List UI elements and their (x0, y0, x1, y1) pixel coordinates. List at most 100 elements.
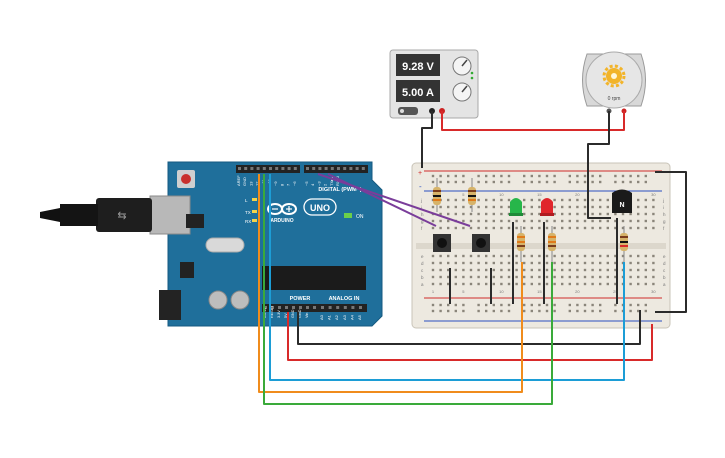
row-letter-right: i (663, 205, 664, 210)
voltage-display (396, 54, 440, 76)
row-letter-right: e (663, 254, 666, 259)
usb-port (149, 195, 191, 235)
capacitor-2 (230, 290, 250, 310)
wire-purple-1[interactable] (317, 173, 471, 227)
voltage-readout: 9.28 V (402, 61, 434, 73)
col-number-bottom: 30 (651, 289, 656, 294)
row-letter-left: e (421, 254, 424, 259)
analog-pin-label: A0 (319, 314, 324, 320)
col-number-bottom: 5 (462, 289, 465, 294)
resistor-5[interactable] (620, 226, 628, 262)
row-letter-right: j (662, 198, 664, 203)
row-letter-right: f (663, 226, 665, 231)
digital-pin-label: 13 (248, 181, 253, 186)
wire-purple-2[interactable] (327, 173, 437, 227)
reset-button[interactable] (181, 174, 191, 184)
digital-pin-label: 2 (323, 183, 328, 186)
wire-orange[interactable] (258, 174, 523, 393)
breadboard-holes[interactable]: jjiihhggffeeddccbbaa11551010151520202525… (420, 174, 666, 313)
usb-chip (186, 214, 204, 228)
power-pin-label: RESET (270, 305, 274, 318)
col-number-top: 30 (651, 192, 656, 197)
col-number-top: 20 (575, 192, 580, 197)
current-readout: 5.00 A (402, 87, 434, 99)
analog-pin-label: A4 (349, 314, 354, 320)
row-letter-left: f (421, 226, 423, 231)
row-letter-left: c (421, 268, 424, 273)
push-button-2[interactable] (472, 234, 490, 252)
usb-icon: ⇆ (117, 210, 126, 222)
power-pin-label: GND (298, 309, 302, 318)
rx-label: RX (245, 219, 251, 224)
row-letter-right: g (663, 219, 666, 224)
arduino-logo-text: ARDUINO (270, 218, 293, 224)
power-supply[interactable]: 9.28 V 5.00 A (389, 49, 479, 119)
row-letter-left: j (420, 198, 422, 203)
usb-cable[interactable]: ⇆ (40, 198, 152, 232)
wires[interactable] (258, 111, 687, 405)
col-number-bottom: 25 (613, 289, 618, 294)
tx-label: TX (245, 210, 251, 215)
l-label: L (245, 198, 248, 203)
uno-label: UNO (310, 203, 330, 213)
resistor-2[interactable] (468, 178, 476, 212)
col-number-top: 15 (537, 192, 542, 197)
analog-pin-label: A3 (342, 314, 347, 320)
digital-pin-label: ~6 (292, 181, 297, 186)
analog-pin-label: A2 (334, 314, 339, 320)
wire-motor-transistor[interactable] (587, 111, 611, 219)
led-green[interactable] (509, 198, 523, 216)
wire-ps-to-motor[interactable] (441, 111, 625, 131)
digital-pin-label: AREF (236, 175, 241, 186)
digital-pin-label: 12 (255, 181, 260, 186)
push-button-1[interactable] (433, 234, 451, 252)
resistor-1[interactable] (433, 178, 441, 212)
digital-pin-label: ~9 (273, 181, 278, 186)
digital-pin-label: GND (242, 177, 247, 186)
digital-pin-label: ~3 (316, 181, 321, 186)
dc-motor[interactable]: 0 rpm (582, 51, 646, 114)
power-pin-label: 3.3V (277, 310, 281, 318)
wire-green[interactable] (263, 174, 553, 405)
col-number-bottom: 15 (537, 289, 542, 294)
led-red[interactable] (540, 198, 554, 216)
power-pin-label: GND (291, 309, 295, 318)
power-jack (159, 290, 181, 320)
row-letter-right: c (663, 268, 666, 273)
regulator (180, 262, 194, 278)
analog-pin-label: A5 (357, 314, 362, 320)
digital-pin-label: 8 (279, 183, 284, 186)
digital-pin-label: 4 (310, 183, 315, 186)
power-label: POWER (290, 296, 311, 302)
digital-pin-label: ~5 (304, 181, 309, 186)
crystal-oscillator (205, 237, 245, 253)
col-number-bottom: 20 (575, 289, 580, 294)
on-label: ON (356, 214, 364, 220)
wire-rail-ground[interactable] (655, 171, 687, 313)
row-letter-left: b (421, 275, 424, 280)
arduino-infinity-logo-icon (267, 203, 297, 215)
motor-speed: 0 rpm (608, 96, 621, 102)
power-pin-label: Vin (305, 313, 309, 318)
atmega-chip (262, 266, 366, 290)
wire-blue[interactable] (269, 174, 625, 381)
row-letter-left: h (421, 212, 424, 217)
row-letter-right: d (663, 261, 666, 266)
resistor-4[interactable] (548, 226, 556, 262)
wire-gnd-bottom[interactable] (297, 310, 641, 345)
power-switch[interactable] (398, 107, 418, 115)
wire-ps-ground[interactable] (421, 111, 433, 168)
npn-transistor[interactable]: N (612, 189, 632, 214)
resistor-3[interactable] (517, 226, 525, 262)
analog-pin-label: A1 (327, 314, 332, 320)
row-letter-right: h (663, 212, 666, 217)
rail-plus-label: + (418, 170, 422, 177)
motor-shaft-gear-icon (602, 64, 626, 88)
capacitor-1 (208, 290, 228, 310)
row-letter-left: d (421, 261, 424, 266)
breadboard[interactable]: jjiihhggffeeddccbbaa11551010151520202525… (411, 162, 671, 329)
row-letter-right: b (663, 275, 666, 280)
wire-5v-bottom[interactable] (287, 312, 653, 361)
